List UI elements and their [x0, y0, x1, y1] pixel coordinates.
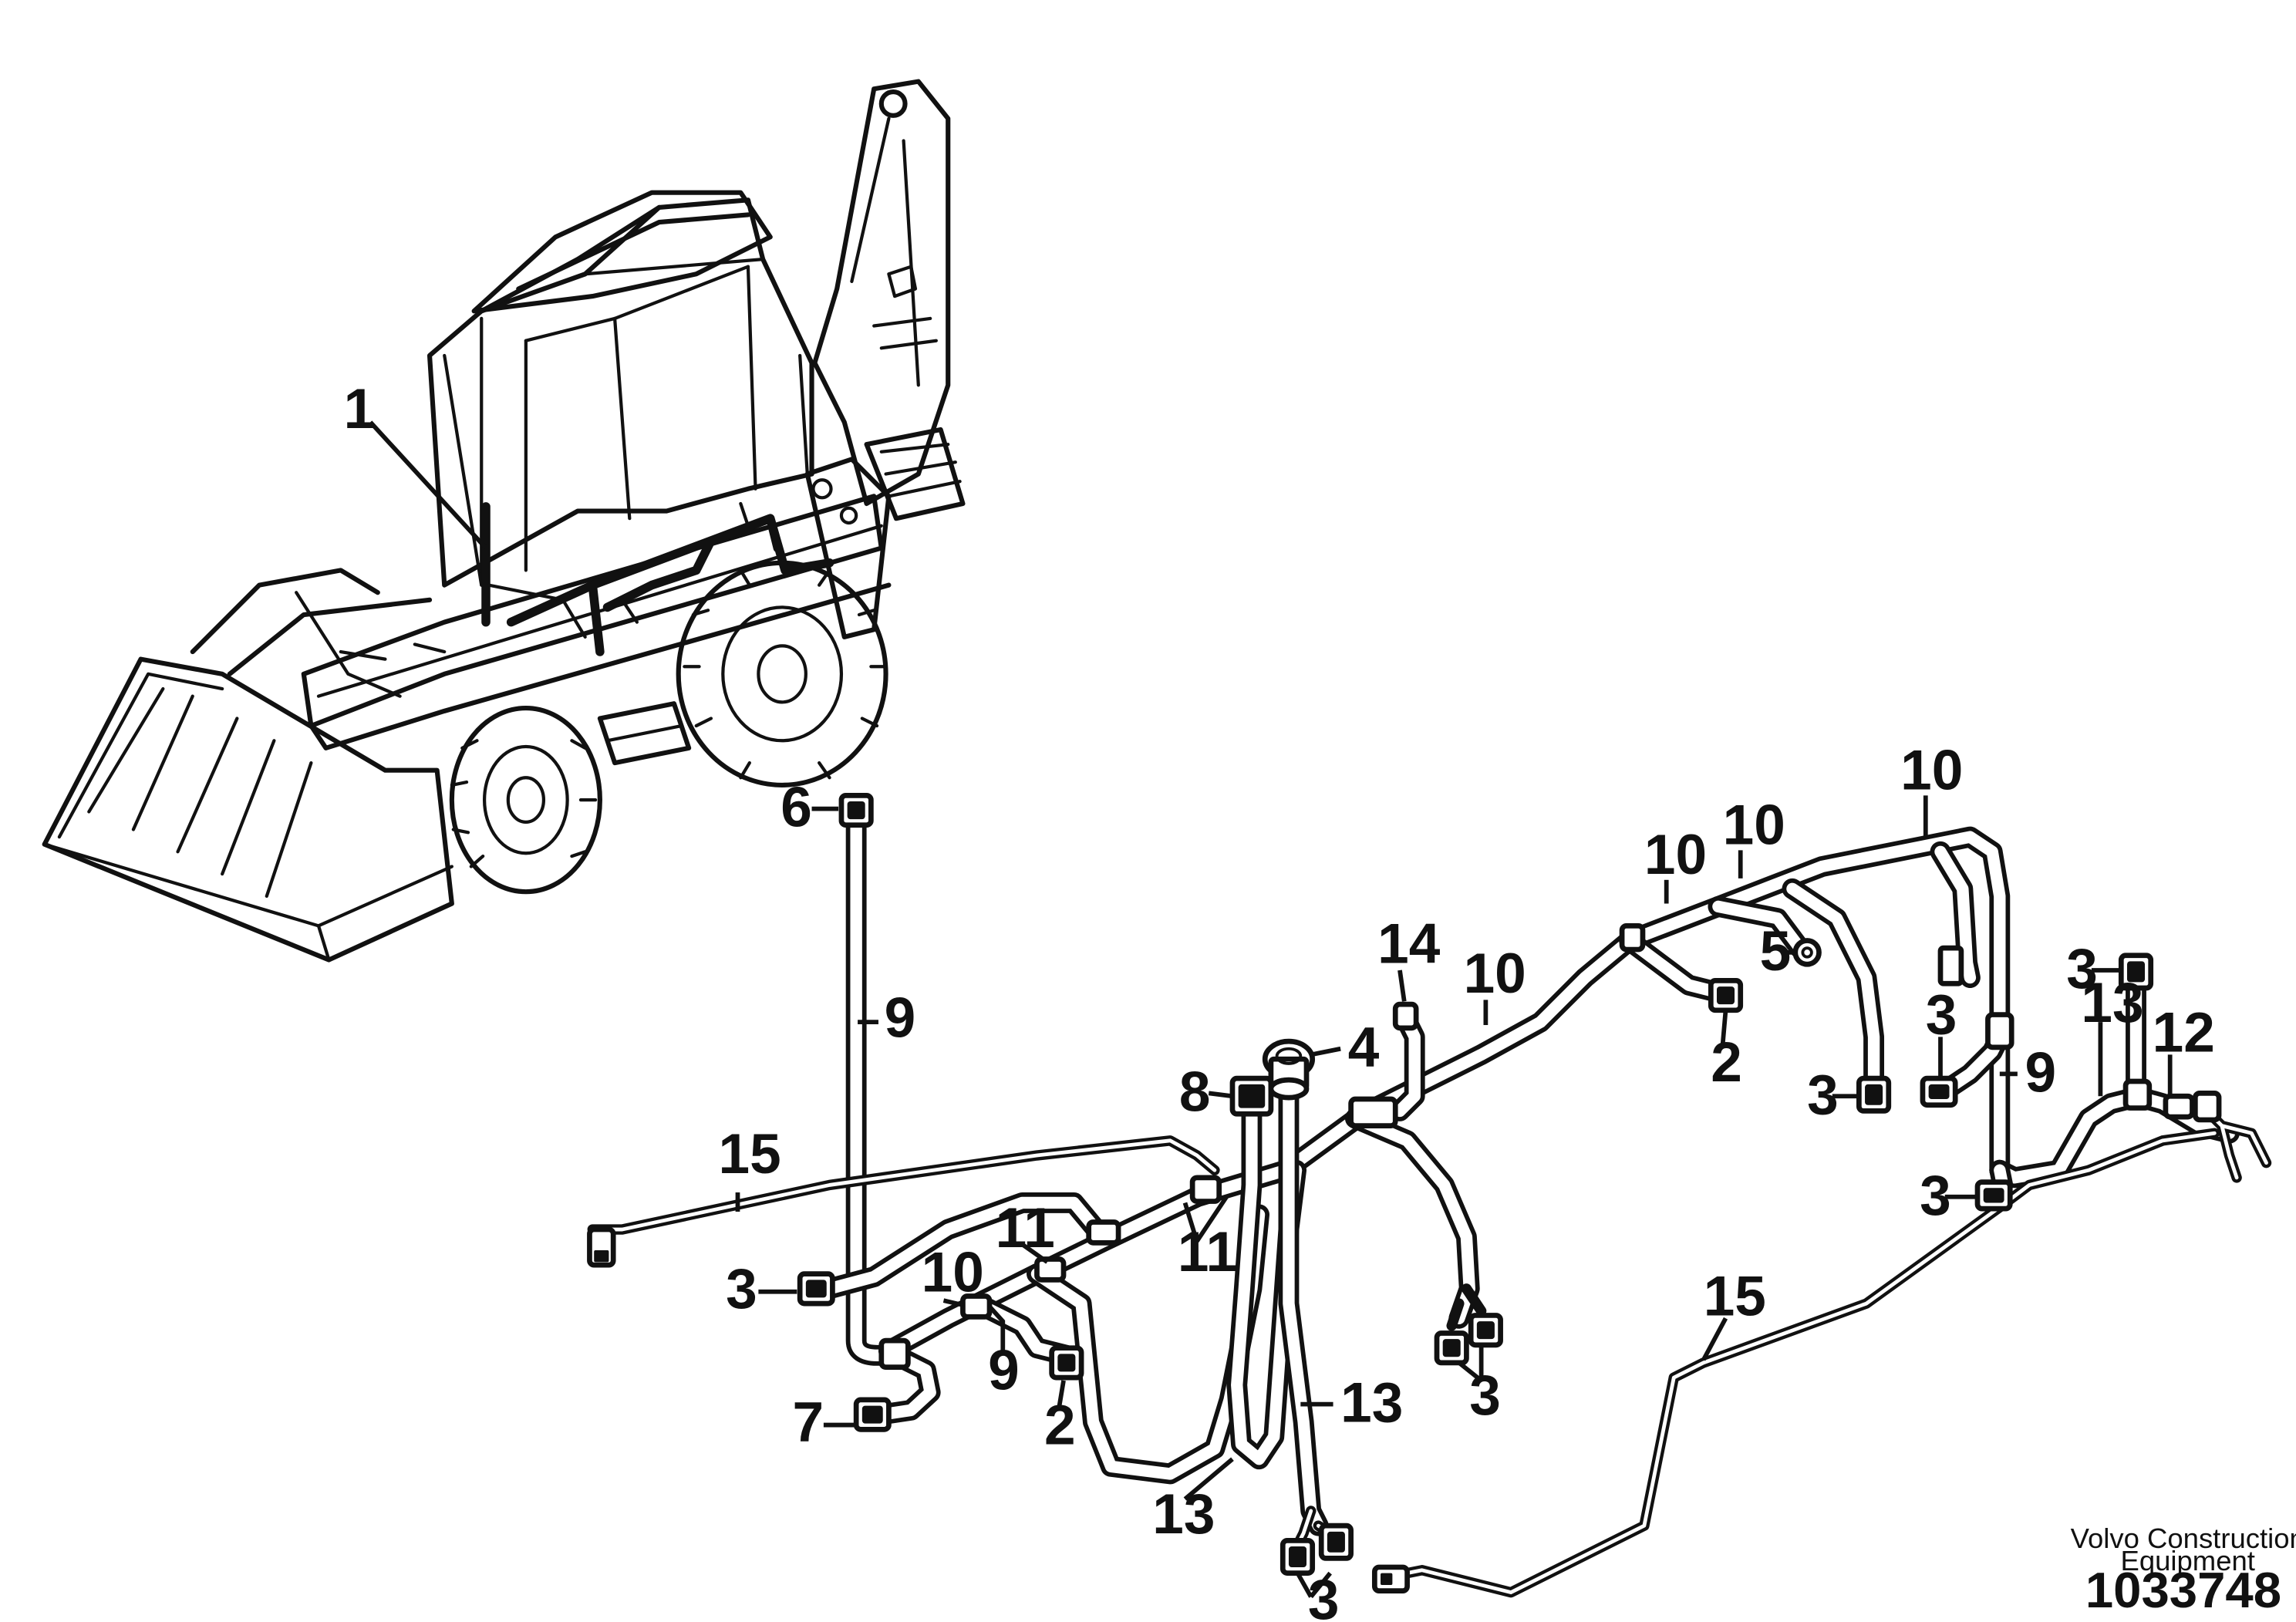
- connector-3-far-right: [2118, 953, 2154, 991]
- callout-5: 5: [1760, 920, 1792, 983]
- callout-8: 8: [1179, 1061, 1211, 1123]
- callout-7: 7: [793, 1391, 824, 1454]
- callout-9-left: 9: [885, 986, 916, 1049]
- callout-leaders: [735, 795, 2173, 1599]
- callout-9-right: 9: [2025, 1041, 2056, 1104]
- callout-labels: 1 6 9 15 3 7 9 2 10 11 11 8 4 14 10 13 1…: [344, 378, 2215, 1622]
- connector-4-round: [1262, 1038, 1316, 1101]
- callout-14: 14: [1377, 912, 1441, 975]
- callout-10-upper-b: 10: [1723, 794, 1785, 857]
- credit-line-2: Equipment: [2121, 1545, 2255, 1576]
- figure-number: 1033748: [2085, 1562, 2281, 1618]
- connector-5-ring: [1792, 938, 1822, 967]
- connector-3-bottom-a: [1279, 1538, 1316, 1576]
- callout-4: 4: [1348, 1017, 1380, 1079]
- connector-3-mid-right: [1856, 1075, 1892, 1114]
- connector-7: [853, 1397, 892, 1432]
- callout-3-far-right: 3: [2066, 938, 2098, 1000]
- harness-assembly: [587, 808, 2272, 1598]
- callout-3-right-upper: 3: [1926, 984, 1957, 1047]
- callout-2-lower: 2: [1044, 1394, 1076, 1457]
- connector-3-mid-a: [1434, 1330, 1469, 1366]
- callout-3-right-lower: 3: [1920, 1165, 1951, 1227]
- connector-6: [838, 792, 874, 828]
- callout-10-upper-a: 10: [1644, 824, 1707, 886]
- callout-13-mid: 13: [1340, 1372, 1403, 1435]
- backhoe-loader-illustration: [42, 79, 966, 963]
- callout-11-left: 11: [996, 1197, 1055, 1259]
- figure-credit: Volvo Construction Equipment 1033748: [2071, 1523, 2296, 1618]
- callout-12: 12: [2153, 1002, 2215, 1064]
- connector-3-bottom-b: [1318, 1523, 1354, 1561]
- callout-10-mid: 10: [1464, 943, 1526, 1005]
- connector-15-left-plug: [587, 1226, 616, 1268]
- callout-15-left: 15: [719, 1123, 781, 1185]
- callout-3-bottom: 3: [1308, 1569, 1340, 1622]
- connector-15-bottom-plug: [1371, 1564, 1410, 1594]
- callout-1: 1: [344, 378, 376, 440]
- callout-13-lower: 13: [1152, 1483, 1215, 1546]
- callout-6: 6: [781, 777, 812, 839]
- callout-13-right: 13: [2081, 972, 2143, 1034]
- callout-10-top: 10: [1900, 740, 1963, 802]
- connectors: [587, 792, 2222, 1594]
- callout-3-mid: 3: [1469, 1364, 1501, 1427]
- callout-15-right: 15: [1704, 1265, 1766, 1327]
- connector-14: [1392, 1001, 1419, 1031]
- connector-2-upper: [1708, 978, 1744, 1013]
- callout-3-mid-right: 3: [1807, 1064, 1839, 1126]
- callout-9-lower: 9: [988, 1339, 1020, 1401]
- credit-line-1: Volvo Construction: [2071, 1523, 2296, 1554]
- connector-2-lower: [1049, 1345, 1084, 1381]
- connector-8: [1229, 1075, 1274, 1117]
- connector-3-lower-left: [797, 1271, 835, 1307]
- connector-12-plug: [2192, 1091, 2222, 1123]
- connector-3-mid-b: [1468, 1313, 1503, 1348]
- connector-3-right-lower: [1974, 1179, 2013, 1212]
- connector-3-right-upper: [1920, 1075, 1958, 1108]
- callout-3-lower-left: 3: [726, 1258, 757, 1320]
- callout-2-upper: 2: [1711, 1031, 1742, 1094]
- callout-11-right: 11: [1178, 1221, 1237, 1283]
- callout-10-left: 10: [922, 1242, 984, 1304]
